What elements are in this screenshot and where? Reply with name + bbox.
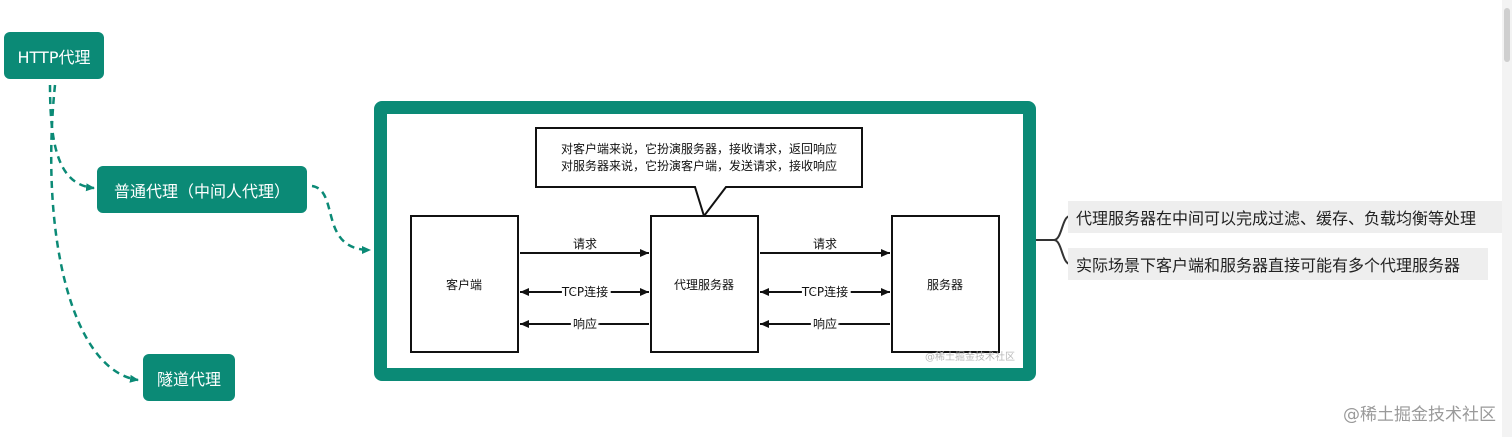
proxy-server-box <box>650 215 759 353</box>
left-request-label: 请求 <box>573 237 597 251</box>
bubble-line-2: 对服务器来说，它扮演客户端，发送请求，接收响应 <box>561 158 837 173</box>
left-tcp-label: TCP连接 <box>561 284 608 299</box>
bubble-line-1: 对客户端来说，它扮演服务器，接收请求，返回响应 <box>561 141 837 156</box>
right-request-label: 请求 <box>813 237 837 251</box>
note-1-text: 代理服务器在中间可以完成过滤、缓存、负载均衡等处理 <box>1076 209 1477 228</box>
connector-normal-proxy-to-diagram <box>311 184 371 254</box>
page-watermark: @稀土掘金技术社区 <box>1343 405 1496 425</box>
note-proxy-capabilities[interactable]: 代理服务器在中间可以完成过滤、缓存、负载均衡等处理 <box>1068 201 1504 233</box>
normal-proxy-label: 普通代理（中间人代理） <box>113 181 290 201</box>
vertical-scrollbar[interactable] <box>1502 0 1512 437</box>
client-box <box>410 215 519 353</box>
root-node-label: HTTP代理 <box>17 47 91 67</box>
right-tcp-label: TCP连接 <box>801 284 848 299</box>
right-response-label: 响应 <box>813 316 837 331</box>
tunnel-proxy-label: 隧道代理 <box>156 369 221 389</box>
client-label: 客户端 <box>446 277 482 292</box>
proxy-diagram: 对客户端来说，它扮演服务器，接收请求，返回响应 对服务器来说，它扮演客户端，发送… <box>410 127 1015 363</box>
server-box <box>891 215 1000 353</box>
speech-bubble <box>535 127 863 219</box>
connector-root-to-tunnel-proxy <box>49 84 139 383</box>
node-tunnel-proxy[interactable]: 隧道代理 <box>143 354 235 401</box>
left-response-label: 响应 <box>573 316 597 331</box>
root-node-http-proxy[interactable]: HTTP代理 <box>4 32 104 79</box>
note-multiple-proxies[interactable]: 实际场景下客户端和服务器直接可能有多个代理服务器 <box>1068 248 1488 280</box>
diagram-watermark: @稀土掘金技术社区 <box>925 350 1015 363</box>
note-2-text: 实际场景下客户端和服务器直接可能有多个代理服务器 <box>1076 256 1461 275</box>
node-normal-proxy[interactable]: 普通代理（中间人代理） <box>97 166 307 213</box>
connector-root-to-normal-proxy <box>48 84 95 192</box>
proxy-diagram-frame[interactable]: 对客户端来说，它扮演服务器，接收请求，返回响应 对服务器来说，它扮演客户端，发送… <box>374 101 1036 381</box>
proxy-server-label: 代理服务器 <box>674 277 734 292</box>
connector-diagram-to-notes <box>1036 215 1071 265</box>
scrollbar-thumb[interactable] <box>1504 8 1510 62</box>
server-label: 服务器 <box>927 277 963 292</box>
